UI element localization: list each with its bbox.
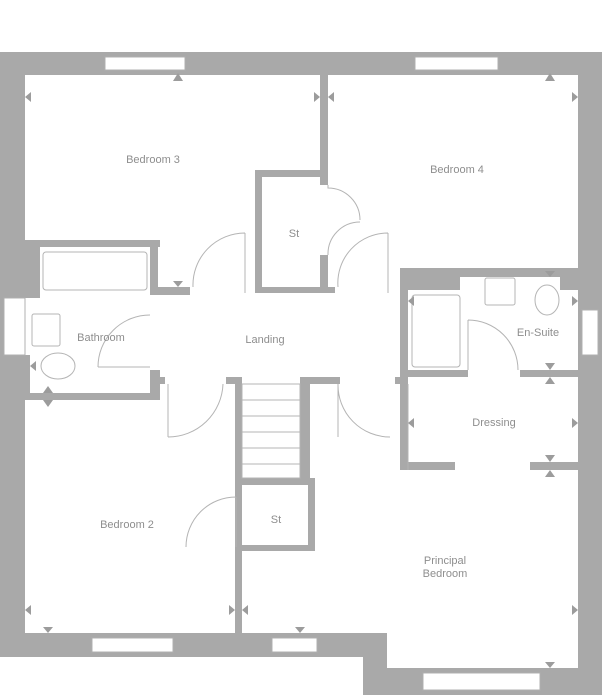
staircase: [241, 383, 301, 479]
ensuite-basin: [484, 277, 516, 306]
label-store-lower: St: [271, 514, 281, 526]
label-principal-bedroom: Bedroom: [423, 568, 468, 580]
bathroom-toilet: [40, 352, 76, 380]
label-bedroom-2: Bedroom 2: [100, 519, 154, 531]
label-bedroom-4: Bedroom 4: [430, 164, 484, 176]
label-bathroom: Bathroom: [77, 332, 125, 344]
dimension-arrows: [25, 73, 578, 668]
label-bedroom-3: Bedroom 3: [126, 154, 180, 166]
windows: [3, 56, 599, 691]
walls: [0, 52, 602, 695]
ensuite-toilet: [534, 284, 560, 316]
doors: [97, 185, 519, 548]
label-principal: Principal: [424, 555, 466, 567]
shower-tray: [411, 294, 461, 368]
label-en-suite: En-Suite: [517, 327, 559, 339]
bathroom-basin: [31, 313, 61, 347]
label-dressing: Dressing: [472, 417, 515, 429]
label-store-upper: St: [289, 228, 299, 240]
fixtures: [31, 251, 560, 479]
bathtub: [42, 251, 148, 291]
label-landing: Landing: [245, 334, 284, 346]
room-labels: Bedroom 3 Bedroom 4 St Bathroom Landing …: [77, 154, 559, 580]
